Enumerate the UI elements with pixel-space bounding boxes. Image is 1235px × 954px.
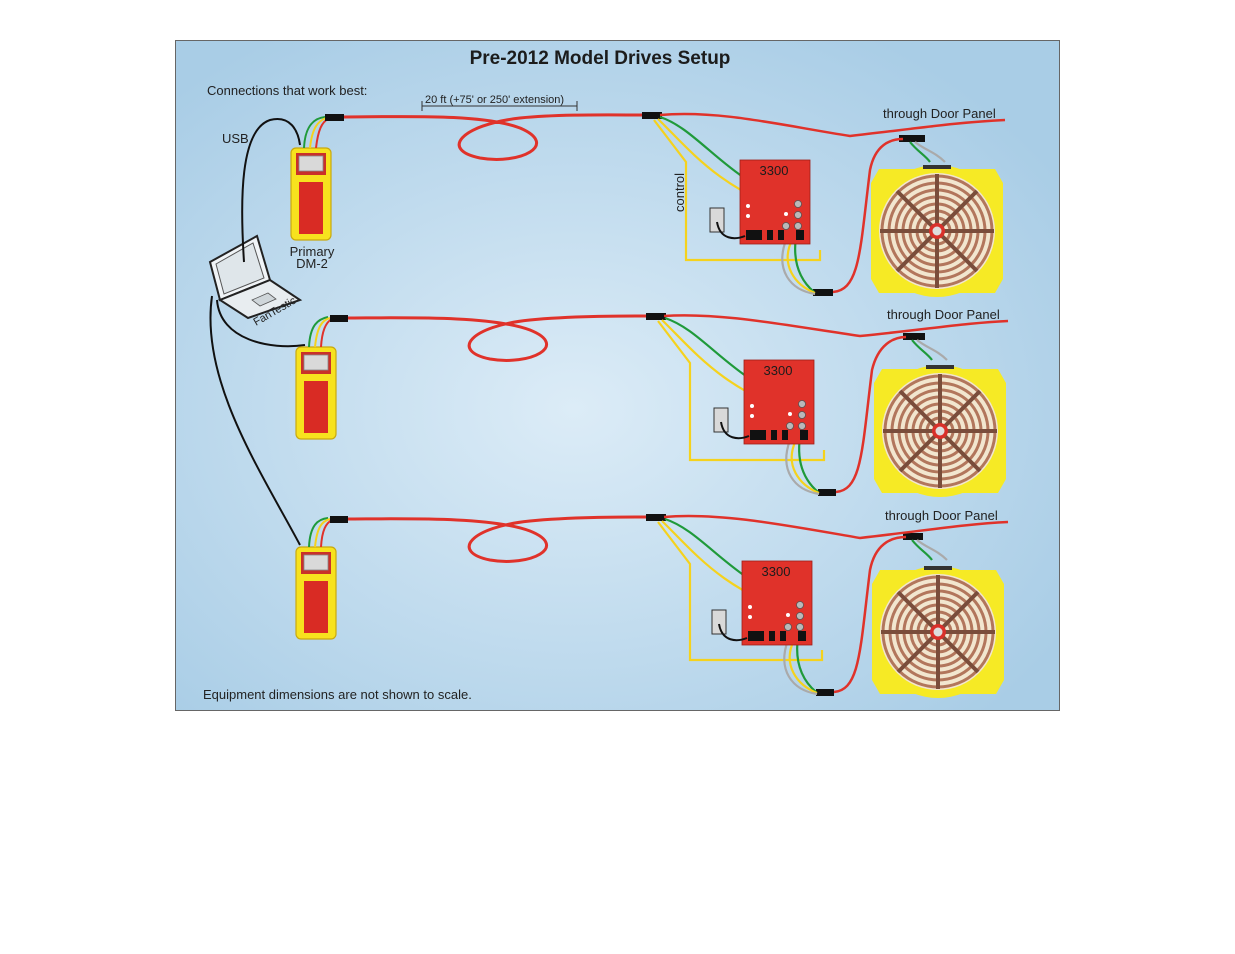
gauge-icon-2: [295, 346, 337, 440]
usb-cables: [209, 118, 306, 546]
connector-icons: [325, 112, 925, 696]
controller-icon-3: 3300: [741, 560, 813, 646]
laptop-icon: [208, 234, 303, 320]
controller-icon-2: 3300: [743, 359, 815, 445]
svg-text:3300: 3300: [764, 363, 793, 378]
red-cables: [333, 113, 651, 563]
door-panel-cables: [659, 112, 1009, 694]
connections-label: Connections that work best:: [207, 83, 367, 98]
fan-icon-2: [872, 363, 1008, 499]
door-panel-label-3: through Door Panel: [885, 508, 998, 523]
pressure-taps: [709, 207, 750, 642]
door-panel-label-2: through Door Panel: [887, 307, 1000, 322]
usb-label: USB: [222, 131, 249, 146]
diagram-title: Pre-2012 Model Drives Setup: [470, 48, 731, 69]
cable-length-label: 20 ft (+75' or 250' extension): [425, 94, 564, 106]
gauge-primary-label: Primary: [290, 244, 335, 259]
control-label: control: [672, 173, 687, 212]
svg-text:3300: 3300: [760, 163, 789, 178]
controller-icon-1: 3300: [739, 159, 811, 245]
gauge-icon-3: [295, 546, 337, 640]
door-panel-label-1: through Door Panel: [883, 106, 996, 121]
fan-icon-1: [869, 163, 1005, 299]
svg-text:3300: 3300: [762, 564, 791, 579]
fan-icon-3: [870, 564, 1006, 700]
footnote: Equipment dimensions are not shown to sc…: [203, 687, 472, 702]
gauge-icon-primary: [290, 147, 332, 241]
gauge-model-label: DM-2: [296, 256, 328, 271]
